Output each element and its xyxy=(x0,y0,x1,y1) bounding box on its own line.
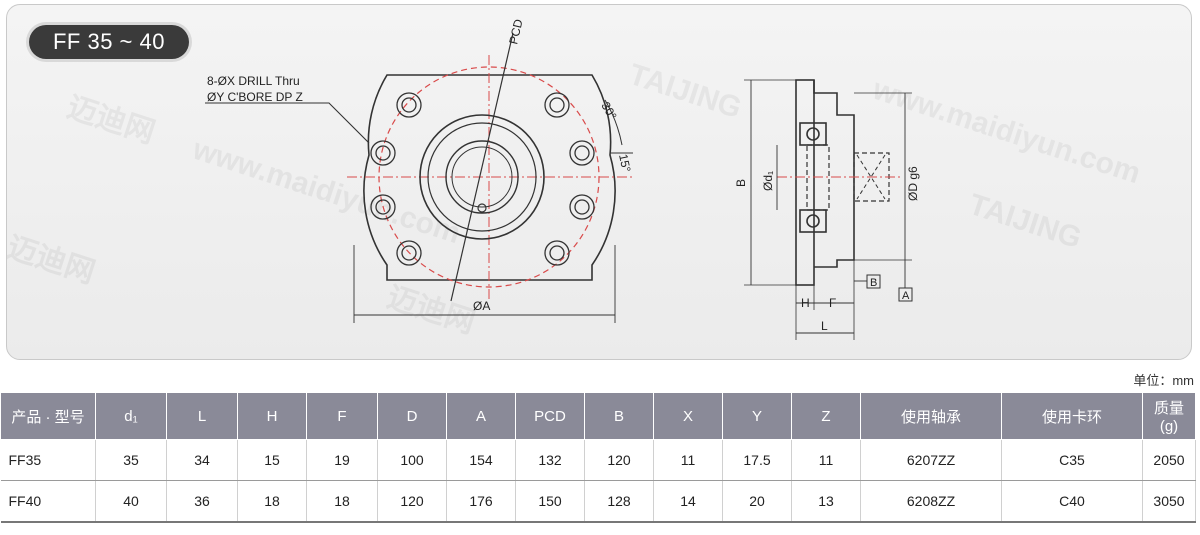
cell: 3050 xyxy=(1142,480,1196,523)
header-model: 产品 · 型号 xyxy=(0,392,96,440)
front-view xyxy=(205,32,633,323)
cell: 128 xyxy=(584,480,654,523)
dia-a-label: ØA xyxy=(473,299,490,313)
cell: 120 xyxy=(584,439,654,481)
dim-d1-label: Ød₁ xyxy=(761,171,775,191)
cell: 35 xyxy=(95,439,167,481)
header-y: Y xyxy=(722,392,792,440)
cell: 100 xyxy=(377,439,447,481)
cell: 13 xyxy=(791,480,861,523)
drawing-panel: 迈迪网 www.maidiyun.com TAIJING www.maidiyu… xyxy=(6,4,1192,360)
header-x: X xyxy=(653,392,723,440)
cell: 18 xyxy=(237,480,307,523)
header-d: D xyxy=(377,392,447,440)
side-body xyxy=(813,80,855,268)
header-h: H xyxy=(237,392,307,440)
cell: 34 xyxy=(166,439,238,481)
dim-l-label: L xyxy=(821,319,828,333)
hub-outer xyxy=(419,114,545,240)
spec-table: 产品 · 型号 d₁ L H F D A PCD B X Y Z 使用轴承 使用… xyxy=(0,392,1196,523)
technical-drawing: 8-ØX DRILL Thru ØY C'BORE DP Z PCD 30° 1… xyxy=(205,18,920,340)
cell: 6207ZZ xyxy=(860,439,1002,481)
hole-note-1: 8-ØX DRILL Thru xyxy=(207,74,300,88)
cell: 11 xyxy=(653,439,723,481)
cell: 36 xyxy=(166,480,238,523)
cell: 18 xyxy=(306,480,378,523)
bore xyxy=(445,140,519,214)
cell: 120 xyxy=(377,480,447,523)
header-pcd: PCD xyxy=(515,392,585,440)
cell: 150 xyxy=(515,480,585,523)
header-mass: 质量 (g) xyxy=(1142,392,1196,440)
cell: 14 xyxy=(653,480,723,523)
header-b: B xyxy=(584,392,654,440)
model-badge: FF 35 ~ 40 xyxy=(29,25,189,59)
datum-b-label: B xyxy=(870,277,877,289)
cell: 17.5 xyxy=(722,439,792,481)
cell: 20 xyxy=(722,480,792,523)
header-f: F xyxy=(306,392,378,440)
cell: 6208ZZ xyxy=(860,480,1002,523)
angle-15-label: 15° xyxy=(616,153,634,174)
pcd-label: PCD xyxy=(506,18,525,46)
cell: 2050 xyxy=(1142,439,1196,481)
angle-30-label: 30° xyxy=(598,100,619,123)
header-a: A xyxy=(446,392,516,440)
table-header-row: 产品 · 型号 d₁ L H F D A PCD B X Y Z 使用轴承 使用… xyxy=(0,392,1196,440)
side-flange xyxy=(795,79,815,286)
dim-b-label: B xyxy=(734,179,748,187)
datum-a-label: A xyxy=(902,290,910,302)
cell: 15 xyxy=(237,439,307,481)
datum-b-box xyxy=(866,274,881,289)
header-l: L xyxy=(166,392,238,440)
bolt-holes xyxy=(370,92,595,266)
cell: 40 xyxy=(95,480,167,523)
flange-outline xyxy=(363,74,616,281)
cell: 154 xyxy=(446,439,516,481)
header-snap-ring: 使用卡环 xyxy=(1001,392,1143,440)
cell: 176 xyxy=(446,480,516,523)
cell: 19 xyxy=(306,439,378,481)
cell: C35 xyxy=(1001,439,1143,481)
dim-h-label: H xyxy=(801,296,810,310)
table-row: FF35 35 34 15 19 100 154 132 120 11 17.5… xyxy=(0,439,1196,481)
dim-dg6-label: ØD g6 xyxy=(906,166,920,201)
cell: 132 xyxy=(515,439,585,481)
cell: 11 xyxy=(791,439,861,481)
side-view xyxy=(744,79,913,340)
table-row: FF40 40 36 18 18 120 176 150 128 14 20 1… xyxy=(0,480,1196,523)
header-bearing: 使用轴承 xyxy=(860,392,1002,440)
hole-note-2: ØY C'BORE DP Z xyxy=(207,90,303,104)
header-d1: d₁ xyxy=(95,392,167,440)
header-z: Z xyxy=(791,392,861,440)
cell: FF40 xyxy=(0,480,96,523)
unit-label: 单位：mm xyxy=(1133,373,1194,388)
cell: FF35 xyxy=(0,439,96,481)
pcd-line xyxy=(450,32,514,302)
dim-f-label: F xyxy=(829,296,836,310)
cell: C40 xyxy=(1001,480,1143,523)
datum-a-box xyxy=(898,287,913,302)
